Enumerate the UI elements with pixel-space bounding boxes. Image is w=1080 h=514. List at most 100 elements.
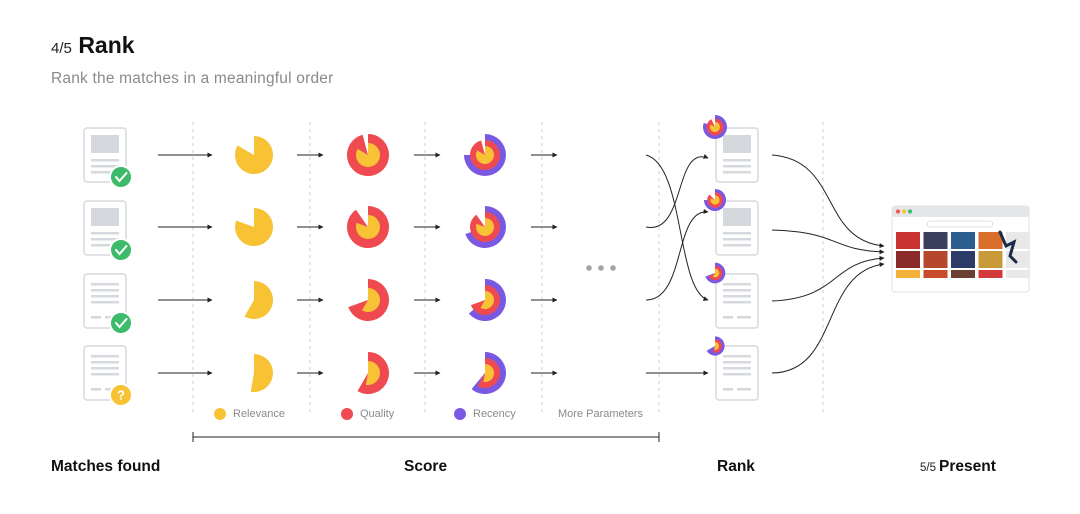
legend-label: Recency [473,408,516,420]
check-icon [109,311,133,335]
relevance-slice [365,361,380,385]
search-bar [926,220,994,228]
result-thumbnail [978,251,1003,268]
ellipsis-dot [610,265,616,271]
document-line [723,171,751,174]
document-line [91,244,119,247]
relevance-slice [356,215,380,239]
document-line [91,367,119,370]
document-image [91,208,119,226]
ranked-document [715,273,759,329]
check-mark [115,318,128,329]
document-line [723,373,751,376]
ellipsis-dot [586,265,592,271]
document-line [91,238,119,241]
score-bracket [192,432,660,442]
reorder-arrow [645,154,709,228]
recency-dot-icon [454,408,466,420]
recency-score-pie [464,134,506,176]
document-line [723,295,751,298]
result-thumbnail [923,232,948,249]
result-thumbnail [1006,251,1030,268]
quality-score-pie [348,279,389,321]
header: 4/5 Rank [51,32,135,59]
rank-score-badge [705,262,726,284]
matched-document [83,127,133,189]
relevance-slice [235,136,273,174]
relevance-dot-icon [214,408,226,420]
present-arrow [771,255,885,302]
check-mark [115,245,128,256]
page-subtitle: Rank the matches in a meaningful order [51,70,334,87]
stage-label-matches-found: Matches found [51,458,161,475]
ellipsis-dot [598,265,604,271]
document-line [723,361,751,364]
relevance-slice [250,354,273,392]
result-thumbnail [978,270,1003,278]
check-icon [109,238,133,262]
document-line [91,289,119,292]
relevance-slice [362,288,380,312]
present-arrow [771,229,885,255]
figure-silhouette [998,230,1018,264]
reorder-arrow [645,154,709,302]
relevance-score-pie [250,354,273,392]
relevance-slice [480,291,494,309]
stage-label-score: Score [404,458,448,475]
legend-label: Quality [360,408,395,420]
check-mark [115,172,128,183]
result-thumbnail [896,232,920,249]
document-line [723,244,751,247]
rank-score-badge [703,188,727,212]
stage-label-rank: Rank [717,458,755,475]
matched-document: ? [83,345,133,407]
relevance-slice [712,268,720,278]
present-step-number: 5/5 [920,462,936,474]
legend-label: Relevance [233,408,285,420]
document-line [91,283,119,286]
document-line [737,388,751,391]
question-mark: ? [117,388,125,403]
document-line [723,301,751,304]
document-line [91,171,119,174]
rank-score-badge [706,336,725,356]
document-line [723,232,751,235]
document-image [723,208,751,226]
relevance-slice [476,218,495,236]
result-thumbnail [923,270,948,278]
results-browser-window [891,205,1030,293]
relevance-slice [710,122,720,132]
relevance-slice [355,143,380,167]
matched-document [83,200,133,262]
legend-item-relevance: Relevance [214,408,285,420]
document-line [723,283,751,286]
relevance-score-pie [244,281,274,320]
recency-score-pie [468,279,506,321]
recency-score-pie [471,352,507,394]
relevance-score-pie [235,208,274,247]
result-thumbnail [951,270,975,278]
reorder-arrow [645,209,709,301]
result-thumbnail [978,232,1003,249]
result-thumbnail [896,270,920,278]
check-icon [109,165,133,189]
page-title: Rank [78,32,135,58]
document-line [91,165,119,168]
quality-score-pie [357,352,390,395]
step-number: 4/5 [51,40,72,57]
rank-score-badge [703,115,727,140]
document-line [723,289,751,292]
relevance-slice [235,208,274,247]
document-line [91,361,119,364]
document-line [91,316,101,319]
present-arrow [771,262,885,374]
document-line [91,232,119,235]
result-thumbnail [1006,270,1030,278]
result-thumbnail [951,251,975,268]
document-image [723,135,751,153]
ranked-document [715,200,759,256]
relevance-score-pie [235,136,273,174]
relevance-slice [476,146,495,165]
